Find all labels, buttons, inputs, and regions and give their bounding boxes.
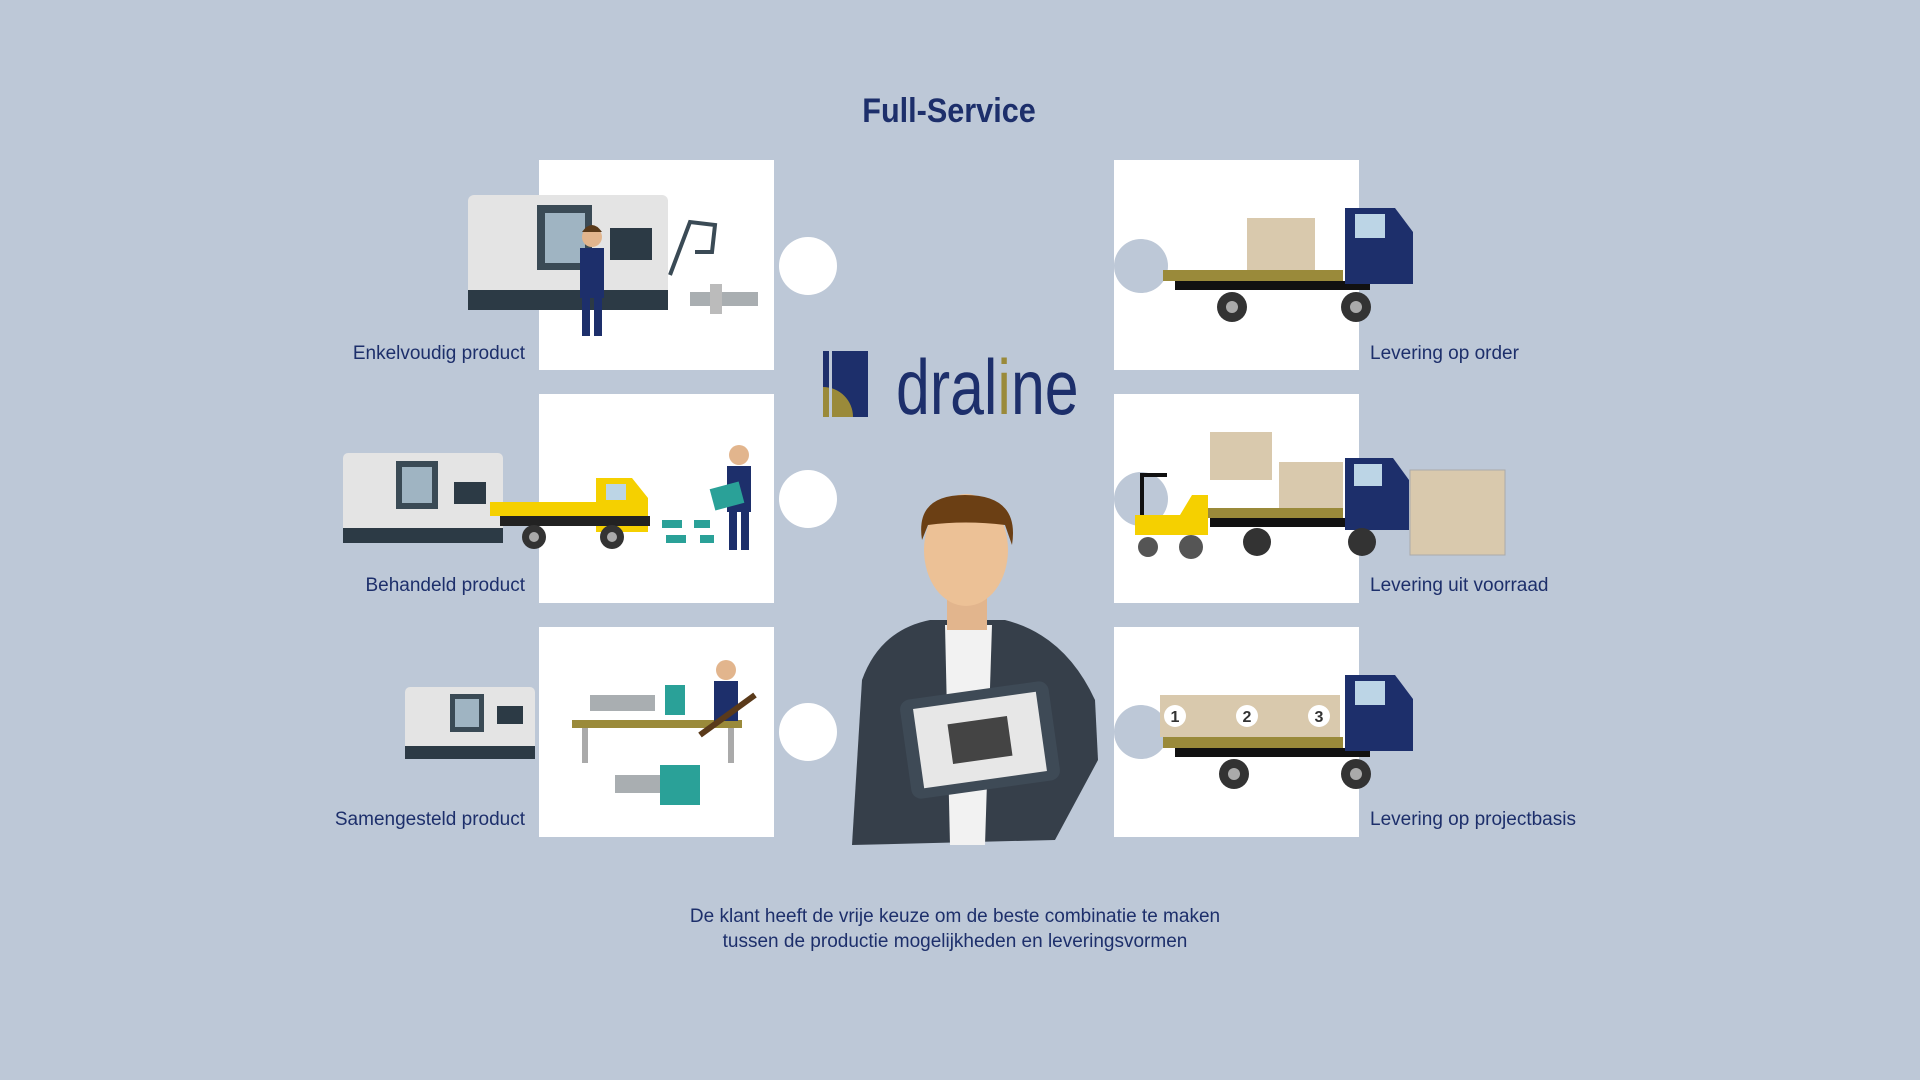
svg-text:draline: draline bbox=[896, 344, 1079, 431]
yellow-truck-icon bbox=[490, 478, 650, 549]
cnc-machine-icon bbox=[343, 453, 503, 543]
label-levering-uit-voorraad: Levering uit voorraad bbox=[1370, 575, 1549, 596]
project-truck-icon: 1 2 3 bbox=[1160, 675, 1413, 789]
logo-text-i: i bbox=[997, 344, 1011, 431]
page-title: Full-Service bbox=[862, 92, 1036, 130]
businessman-with-tablet-icon bbox=[852, 494, 1098, 845]
cnc-machine-icon bbox=[405, 687, 535, 759]
treatment-worker-icon bbox=[662, 445, 751, 550]
truck-icon bbox=[1163, 208, 1413, 322]
step-1: 1 bbox=[1171, 709, 1180, 726]
puzzle-knob bbox=[779, 703, 837, 761]
step-2: 2 bbox=[1243, 709, 1252, 726]
puzzle-notch bbox=[1114, 239, 1168, 293]
label-levering-op-order: Levering op order bbox=[1370, 343, 1519, 364]
assembly-workbench-icon bbox=[572, 660, 757, 805]
logo-text: ne bbox=[1011, 344, 1079, 431]
label-levering-op-projectbasis: Levering op projectbasis bbox=[1370, 809, 1576, 830]
draline-logo bbox=[823, 351, 868, 417]
worker-icon bbox=[580, 225, 604, 336]
label-behandeld-product: Behandeld product bbox=[365, 575, 525, 596]
puzzle-knob bbox=[779, 470, 837, 528]
label-enkelvoudig-product: Enkelvoudig product bbox=[352, 343, 525, 364]
footer-line-1: De klant heeft de vrije keuze om de best… bbox=[689, 906, 1221, 927]
puzzle-notch bbox=[1114, 705, 1168, 759]
puzzle-knob bbox=[779, 237, 837, 295]
cnc-machine-icon bbox=[468, 195, 758, 314]
footer-text: De klant heeft de vrije keuze om de best… bbox=[0, 904, 1910, 954]
forklift-truck-icon bbox=[1135, 432, 1506, 559]
footer-line-2: tussen de productie mogelijkheden en lev… bbox=[722, 931, 1188, 952]
label-samengesteld-product: Samengesteld product bbox=[334, 809, 525, 830]
panel-samengesteld bbox=[539, 627, 774, 837]
step-3: 3 bbox=[1315, 709, 1324, 726]
logo-text: dral bbox=[896, 344, 997, 431]
